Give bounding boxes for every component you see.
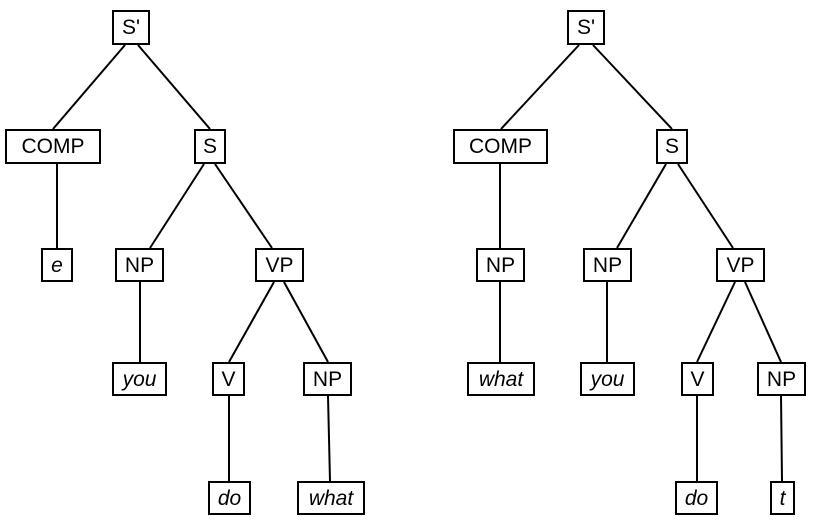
tree-edge-s_bar-to-s: [592, 44, 673, 130]
tree-node-what: what: [467, 362, 535, 396]
tree-node-label: what: [308, 486, 354, 510]
tree-node-label: NP: [766, 367, 797, 391]
tree-node-label: you: [590, 367, 625, 391]
tree-node-e: e: [41, 248, 73, 282]
tree-node-comp: COMP: [5, 129, 101, 164]
tree-node-label: what: [478, 367, 524, 391]
tree-node-s: S: [194, 129, 226, 164]
tree-node-s_bar: S': [112, 10, 150, 45]
tree-node-label: V: [221, 367, 236, 391]
tree-edge-s_bar-to-comp: [500, 44, 580, 130]
tree-node-you: you: [112, 362, 167, 396]
tree-node-np_obj: NP: [757, 362, 806, 396]
tree-node-label: VP: [726, 253, 755, 277]
tree-node-what: what: [297, 481, 365, 515]
tree-node-t: t: [770, 481, 795, 515]
tree-edge-s_bar-to-comp: [52, 44, 126, 130]
tree-node-label: e: [51, 253, 63, 277]
tree-node-label: do: [217, 486, 242, 510]
tree-edge-s_bar-to-s: [137, 44, 211, 130]
tree-edge-vp-to-np_obj: [283, 281, 329, 363]
tree-node-do: do: [208, 481, 251, 515]
tree-node-v: V: [212, 362, 245, 396]
tree-node-v: V: [681, 362, 714, 396]
tree-node-label: S': [121, 16, 141, 39]
tree-node-label: V: [690, 367, 705, 391]
tree-node-label: NP: [485, 253, 516, 277]
tree-edge-s-to-vp: [214, 163, 273, 249]
tree-node-do: do: [675, 481, 718, 515]
tree-node-you: you: [580, 362, 635, 396]
tree-node-comp: COMP: [453, 129, 548, 164]
tree-node-label: COMP: [469, 135, 532, 158]
tree-node-s_bar: S': [567, 10, 605, 45]
tree-edge-vp-to-v: [696, 281, 736, 363]
tree-node-np_comp: NP: [476, 248, 525, 282]
tree-node-label: COMP: [21, 135, 85, 158]
tree-edge-s-to-np_subj: [616, 163, 667, 249]
tree-node-vp: VP: [255, 248, 304, 282]
tree-node-label: you: [122, 367, 157, 391]
tree-node-label: t: [779, 486, 786, 510]
tree-node-label: NP: [312, 367, 343, 391]
tree-edge-np_obj-to-what: [327, 395, 331, 482]
tree-edge-vp-to-np_obj: [744, 281, 782, 363]
tree-node-np_obj: NP: [303, 362, 352, 396]
tree-edge-np_obj-to-t: [780, 395, 783, 482]
tree-node-vp: VP: [716, 248, 765, 282]
tree-node-label: do: [684, 486, 709, 510]
tree-node-np_subj: NP: [115, 248, 164, 282]
tree-node-np_subj: NP: [583, 248, 632, 282]
tree-edge-s-to-np_subj: [149, 163, 205, 249]
tree-edge-s-to-vp: [677, 163, 734, 249]
tree-node-label: NP: [124, 253, 155, 277]
tree-node-s: S: [656, 129, 688, 164]
tree-node-label: S': [576, 16, 596, 39]
tree-node-label: NP: [592, 253, 623, 277]
tree-node-label: S: [202, 135, 217, 158]
tree-edge-vp-to-v: [228, 281, 275, 363]
tree-node-label: S: [664, 135, 679, 158]
tree-node-label: VP: [265, 253, 294, 277]
